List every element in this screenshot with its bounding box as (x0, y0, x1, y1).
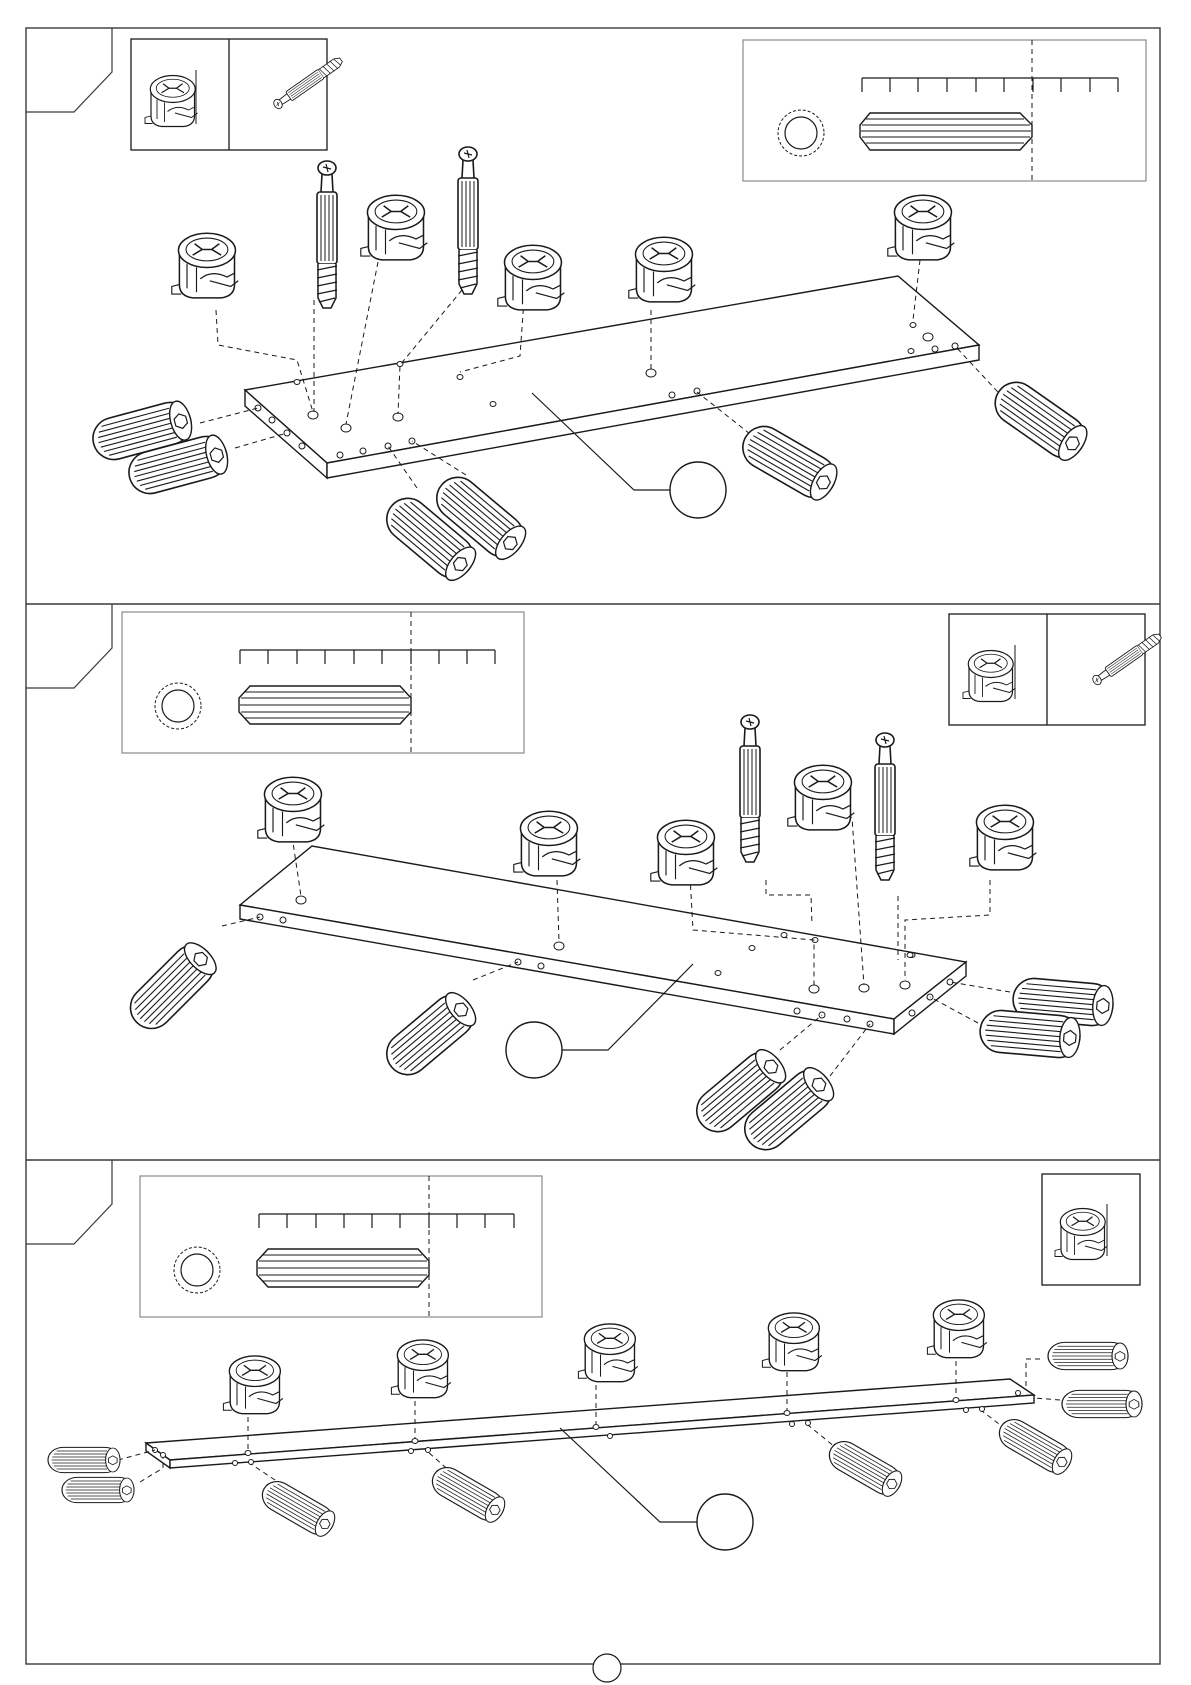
cam-lock (629, 237, 696, 302)
step-number-tab (26, 604, 112, 688)
cam-lock (927, 1300, 987, 1358)
cam-lock (391, 1340, 451, 1398)
long-board (240, 846, 966, 1034)
cam-lock-icon (145, 76, 198, 127)
step-2-panel (26, 604, 1163, 1158)
cam-lock (888, 195, 955, 260)
dowel-gauge (122, 612, 524, 753)
cam-lock (498, 245, 565, 310)
dowel (1048, 1342, 1128, 1369)
dowel (378, 987, 482, 1083)
hardware-legend (1042, 1174, 1140, 1285)
cam-lock (258, 777, 325, 842)
cam-lock-icon (1055, 1209, 1108, 1260)
cam-lock (514, 811, 581, 876)
cam-lock (578, 1324, 638, 1382)
hardware-legend (949, 614, 1163, 725)
hardware-legend (131, 39, 344, 150)
dowel (735, 419, 843, 505)
step-number-tab (26, 1160, 112, 1244)
dowel (1062, 1390, 1142, 1417)
dowel (62, 1477, 134, 1502)
dowel (994, 1414, 1076, 1478)
part-label-circle (697, 1494, 753, 1550)
cam-lock (223, 1356, 283, 1414)
dowel (122, 937, 222, 1037)
dowel-gauge (140, 1176, 542, 1317)
step-1-panel (26, 28, 1146, 586)
part-leader-line (560, 1428, 697, 1522)
cam-lock-icon (963, 651, 1016, 702)
cam-bolt (458, 147, 478, 294)
page-number-circle (593, 1654, 621, 1682)
cam-lock (361, 195, 428, 260)
step-3-panel (26, 1160, 1142, 1550)
dowel-gauge (743, 40, 1146, 181)
dowel (824, 1436, 906, 1500)
dowel (978, 1009, 1081, 1060)
cam-bolt (740, 715, 760, 862)
cam-bolt (875, 733, 895, 880)
cam-lock (651, 820, 718, 885)
part-label-circle (670, 462, 726, 518)
cam-bolt (317, 161, 337, 308)
part-label-circle (506, 1022, 562, 1078)
step-number-tab (26, 28, 112, 112)
cam-lock (762, 1313, 822, 1371)
cam-lock (788, 765, 855, 830)
dowel (48, 1447, 120, 1472)
dowel (257, 1476, 339, 1540)
cam-lock (172, 233, 239, 298)
dowel (987, 374, 1093, 466)
cam-lock (970, 805, 1037, 870)
dowel (427, 1462, 509, 1526)
